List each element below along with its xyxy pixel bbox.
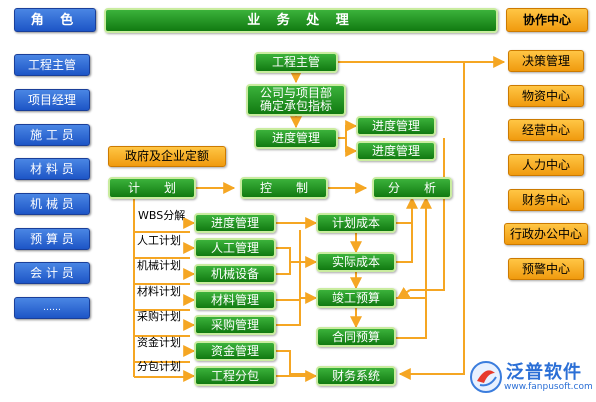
- center-decision[interactable]: 决策管理: [508, 50, 584, 72]
- process-progress-b[interactable]: 进度管理: [356, 141, 436, 161]
- process-plan[interactable]: 计 划: [108, 177, 196, 199]
- cost-actual[interactable]: 实际成本: [316, 252, 396, 272]
- process-engineer[interactable]: 工程主管: [254, 52, 338, 73]
- company-line1: 公司与项目部: [259, 86, 332, 100]
- center-alert[interactable]: 预警中心: [508, 258, 584, 280]
- finance-system[interactable]: 财务系统: [316, 366, 396, 386]
- module-progress[interactable]: 进度管理: [194, 213, 276, 233]
- company-line2: 确定承包指标: [259, 99, 332, 113]
- process-control[interactable]: 控 制: [240, 177, 328, 199]
- line-costs-analysis: [396, 200, 413, 224]
- gov-quota[interactable]: 政府及企业定额: [108, 146, 226, 167]
- fanpu-logo: 泛普软件 www.fanpusoft.com: [468, 356, 594, 398]
- line-engineer-center: [337, 61, 465, 375]
- center-operations[interactable]: 经营中心: [508, 119, 584, 141]
- module-labor[interactable]: 人工管理: [194, 238, 276, 258]
- process-progress[interactable]: 进度管理: [254, 128, 338, 149]
- module-equipment[interactable]: 机械设备: [194, 264, 276, 284]
- module-purchase[interactable]: 采购管理: [194, 315, 276, 335]
- role-machinery[interactable]: 机 械 员: [14, 193, 90, 215]
- process-analysis[interactable]: 分 析: [372, 177, 452, 199]
- plan-label-purchase: 采购计划: [137, 310, 181, 323]
- logo-url: www.fanpusoft.com: [504, 382, 593, 392]
- plan-label-subcontract: 分包计划: [137, 360, 181, 373]
- center-hr[interactable]: 人力中心: [508, 154, 584, 176]
- center-materials[interactable]: 物资中心: [508, 85, 584, 107]
- plan-label-wbs: WBS分解: [138, 209, 186, 222]
- roles-header: 角 色: [14, 8, 96, 32]
- logo-name: 泛普软件: [506, 362, 582, 383]
- plan-label-funds: 资金计划: [137, 336, 181, 349]
- process-header: 业 务 处 理: [104, 8, 498, 33]
- role-material[interactable]: 材 料 员: [14, 158, 90, 180]
- cost-completion[interactable]: 竣工预算: [316, 288, 396, 308]
- role-accountant[interactable]: 会 计 员: [14, 262, 90, 284]
- module-funds[interactable]: 资金管理: [194, 341, 276, 361]
- plan-label-machinery: 机械计划: [137, 259, 181, 272]
- fanpu-mark-icon: [470, 361, 502, 393]
- process-progress-a[interactable]: 进度管理: [356, 116, 436, 136]
- role-engineer[interactable]: 工程主管: [14, 54, 90, 76]
- process-company-targets[interactable]: 公司与项目部 确定承包指标: [246, 84, 346, 116]
- center-admin[interactable]: 行政办公中心: [504, 223, 588, 245]
- cost-contract[interactable]: 合同预算: [316, 327, 396, 347]
- plan-label-material: 材料计划: [137, 285, 181, 298]
- plan-label-labor: 人工计划: [137, 234, 181, 247]
- role-project-manager[interactable]: 项目经理: [14, 89, 90, 111]
- role-builder[interactable]: 施 工 员: [14, 124, 90, 146]
- cost-plan[interactable]: 计划成本: [316, 213, 396, 233]
- module-materials[interactable]: 材料管理: [194, 290, 276, 310]
- center-finance[interactable]: 财务中心: [508, 189, 584, 211]
- role-budget[interactable]: 预 算 员: [14, 228, 90, 250]
- arrow-progress-split: [337, 125, 354, 152]
- center-header: 协作中心: [506, 8, 588, 32]
- module-subcontract[interactable]: 工程分包: [194, 366, 276, 386]
- role-more[interactable]: ……: [14, 297, 90, 319]
